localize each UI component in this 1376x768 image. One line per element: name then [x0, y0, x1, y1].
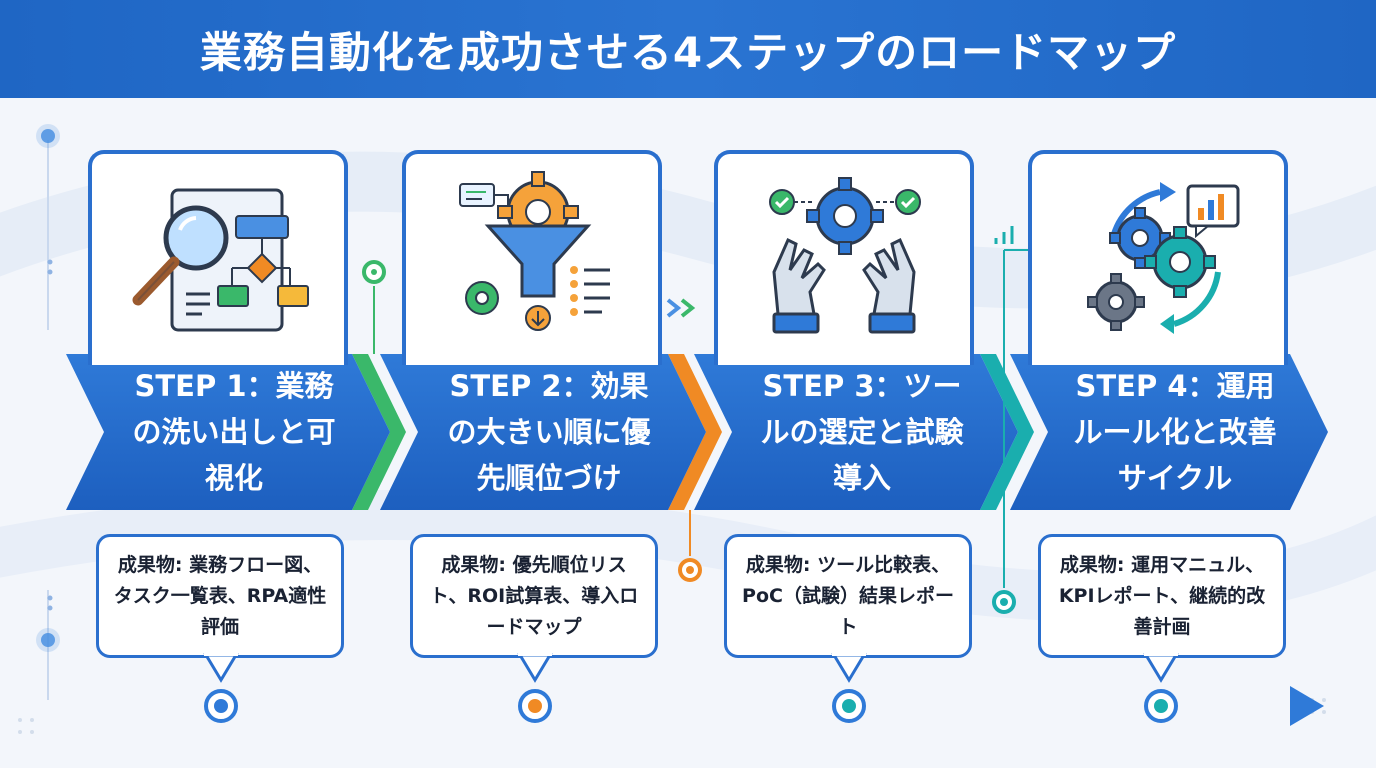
robot-hands-gear-icon	[769, 177, 921, 334]
step-3-deliverable: 成果物: ツール比較表、PoC（試験）結果レポート	[724, 534, 972, 658]
step-1-accent	[352, 354, 406, 510]
gear-funnel-icon	[459, 171, 610, 331]
decor-dot	[41, 129, 55, 143]
step-1-deliverable: 成果物: 業務フロー図、タスク一覧表、RPA適性評価	[96, 534, 344, 658]
step-2-deliverable: 成果物: 優先順位リスト、ROI試算表、導入ロードマップ	[410, 534, 658, 658]
page-title: 業務自動化を成功させる4ステップのロードマップ	[199, 27, 1177, 77]
step-4-deliverable: 成果物: 運用マニュル、KPIレポート、継続的改善計画	[1038, 534, 1286, 658]
step-4-card	[1028, 150, 1288, 365]
decor-dot	[36, 124, 60, 148]
magnifier-flowchart-icon	[132, 188, 309, 332]
step-2-title: STEP 2：効果の大きい順に優先順位づけ	[447, 369, 651, 495]
step-4-chevron	[1010, 354, 1328, 510]
step-2-chevron	[380, 354, 706, 510]
step-4-title: STEP 4：運用ルール化と改善サイクル	[1073, 369, 1277, 495]
step-3-chevron	[694, 354, 1018, 510]
step-3-accent	[980, 354, 1034, 510]
step-3-title: STEP 3：ツールの選定と試験導入	[760, 369, 964, 495]
step-1-title: STEP 1：業務の洗い出しと可視化	[132, 369, 336, 495]
step-3-card	[714, 150, 974, 365]
step-1-chevron	[66, 354, 390, 510]
header-banner: 業務自動化を成功させる4ステップのロードマップ	[0, 0, 1376, 98]
step-2-accent	[668, 354, 722, 510]
step-2-card	[402, 150, 662, 365]
step-1-card	[88, 150, 348, 365]
gear-cycle-icon	[1087, 182, 1240, 334]
decor-dot	[41, 633, 55, 647]
